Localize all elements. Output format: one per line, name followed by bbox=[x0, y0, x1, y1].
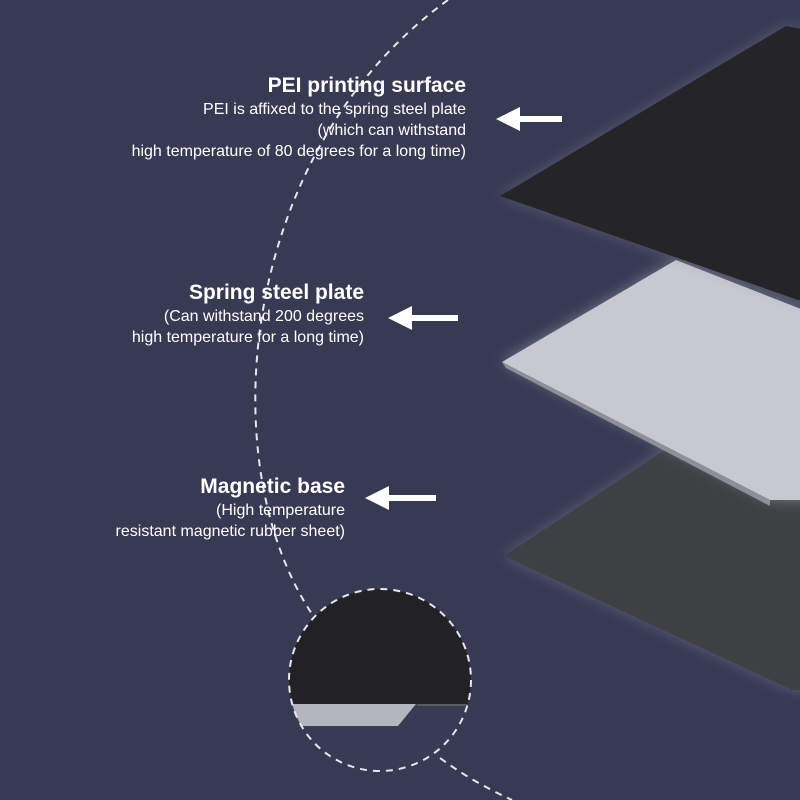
spring-steel-sheet bbox=[502, 260, 800, 500]
magnetic-base-desc-2: resistant magnetic rubber sheet) bbox=[115, 523, 345, 540]
spring-steel-label: Spring steel plate (Can withstand 200 de… bbox=[132, 280, 364, 348]
arrow-left-icon bbox=[365, 486, 436, 510]
pei-surface-sheet bbox=[500, 26, 800, 300]
dashed-guide-arc bbox=[254, 0, 449, 615]
magnetic-base-desc-1: (High temperature bbox=[216, 502, 345, 519]
arrow-left-icon bbox=[388, 306, 458, 330]
spring-steel-title: Spring steel plate bbox=[188, 281, 364, 304]
spring-steel-desc-1: (Can withstand 200 degrees bbox=[163, 308, 364, 325]
pei-surface-title: PEI printing surface bbox=[267, 74, 466, 97]
spring-steel-desc-2: high temperature for a long time) bbox=[131, 329, 364, 346]
pei-surface-desc-3: high temperature of 80 degrees for a lon… bbox=[131, 143, 466, 160]
pei-surface-desc-2: (which can withstand bbox=[317, 122, 466, 139]
magnetic-base-sheet bbox=[504, 436, 800, 690]
magnetic-base-title: Magnetic base bbox=[200, 475, 345, 498]
pei-surface-desc-1: PEI is affixed to the spring steel plate bbox=[203, 101, 466, 118]
dashed-guide-arc-tail bbox=[439, 757, 513, 800]
pei-surface-label: PEI printing surface PEI is affixed to t… bbox=[132, 73, 466, 162]
spring-steel-edge bbox=[502, 362, 770, 506]
arrow-left-icon bbox=[496, 107, 562, 131]
magnetic-base-label: Magnetic base (High temperature resistan… bbox=[116, 474, 345, 542]
